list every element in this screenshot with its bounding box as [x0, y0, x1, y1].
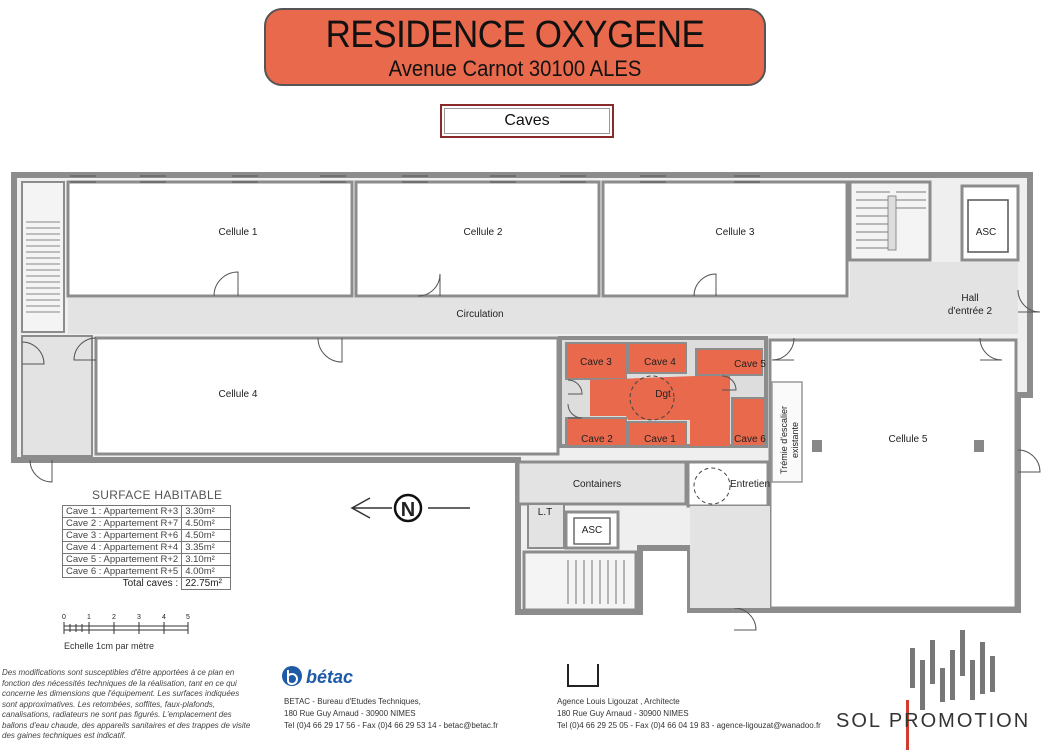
label-cellule-3: Cellule 3	[716, 227, 755, 238]
table-total-row: Total caves :22.75m²	[63, 577, 232, 590]
scale-tick-3: 3	[137, 614, 141, 621]
room-cellule-4	[94, 336, 560, 456]
label-cave-4: Cave 4	[644, 357, 676, 368]
betac-logo-icon	[282, 666, 302, 686]
label-hall-2: d'entrée 2	[948, 306, 993, 317]
residence-address: Avenue Carnot 30100 ALES	[388, 56, 642, 81]
scale-label: Echelle 1cm par mètre	[64, 641, 155, 651]
scale-tick-2: 2	[112, 614, 116, 621]
room-cellule-1	[66, 180, 354, 298]
agence-line-2: 180 Rue Guy Arnaud - 30900 NIMES	[557, 709, 689, 718]
residence-title: RESIDENCE OXYGENE	[325, 14, 705, 56]
section-label: Caves	[440, 104, 614, 138]
label-asc-top: ASC	[976, 227, 997, 238]
label-cave-6: Cave 6	[734, 434, 766, 445]
agence-contact: Agence Louis Ligouzat , Architecte 180 R…	[557, 696, 821, 732]
agence-line-1: Agence Louis Ligouzat , Architecte	[557, 697, 680, 706]
label-containers: Containers	[573, 479, 621, 490]
stair-top-right-steps	[856, 191, 926, 251]
cave-2	[565, 417, 627, 447]
title-banner: RESIDENCE OXYGENE Avenue Carnot 30100 AL…	[264, 8, 766, 86]
surface-title: SURFACE HABITABLE	[92, 488, 223, 502]
elevator-top	[960, 184, 1020, 262]
lower-corridor	[690, 506, 770, 608]
tremie-escalier	[771, 381, 803, 483]
betac-line-3: Tel (0)4 66 29 17 56 - Fax (0)4 66 29 53…	[284, 721, 499, 730]
cave-4	[627, 342, 687, 374]
cave-3	[565, 342, 627, 380]
label-cellule-2: Cellule 2	[464, 227, 503, 238]
stair-bottom	[522, 550, 638, 612]
cave-6	[731, 397, 765, 447]
label-cave-2: Cave 2	[581, 434, 613, 445]
scale-tick-5: 5	[186, 614, 190, 621]
compass-letter: N	[401, 499, 415, 521]
scale-tick-0: 0	[62, 614, 66, 621]
left-lobby	[21, 335, 93, 457]
top-windows	[70, 175, 760, 183]
corridor-circulation	[68, 298, 878, 334]
disclaimer: Des modifications sont susceptibles d'êt…	[2, 668, 251, 740]
label-asc-bottom: ASC	[582, 525, 603, 536]
agence-line-3: Tel (0)4 66 29 25 05 - Fax (0)4 66 04 19…	[557, 721, 821, 730]
scale-tick-4: 4	[162, 614, 166, 621]
scale-tick-1: 1	[87, 614, 91, 621]
betac-line-1: BETAC - Bureau d'Etudes Techniques,	[284, 697, 421, 706]
label-cellule-5: Cellule 5	[889, 434, 928, 445]
label-cellule-1: Cellule 1	[219, 227, 258, 238]
lt-room	[527, 503, 565, 549]
label-lt: L.T	[538, 507, 552, 518]
betac-line-2: 180 Rue Guy Arnaud - 30900 NIMES	[284, 709, 416, 718]
room-cellule-3	[601, 180, 849, 298]
hall-entree-2	[850, 262, 1018, 334]
label-hall-1: Hall	[961, 293, 978, 304]
compass-icon	[350, 493, 470, 523]
room-cellule-5	[768, 338, 1018, 610]
label-circulation: Circulation	[456, 309, 503, 320]
label-cellule-4: Cellule 4	[219, 389, 258, 400]
sol-promotion-logo-icon	[906, 630, 995, 750]
label-cave-3: Cave 3	[580, 357, 612, 368]
left-stair-steps	[26, 221, 60, 313]
label-cave-5: Cave 5	[734, 359, 766, 370]
label-entretien: Entretien	[730, 479, 770, 490]
cave-1	[627, 421, 687, 447]
containers-room	[516, 460, 688, 506]
betac-contact: BETAC - Bureau d'Etudes Techniques, 180 …	[284, 696, 498, 732]
label-dgt: Dgt	[655, 389, 671, 400]
promoter-name: SOL PROMOTION	[836, 710, 1031, 732]
degagement	[590, 376, 730, 446]
cave-5	[695, 348, 763, 376]
room-cellule-2	[354, 180, 601, 298]
agence-logo-icon	[567, 664, 599, 687]
betac-logo-text: bétac	[306, 667, 353, 687]
left-stair	[21, 181, 65, 333]
scale-bar	[63, 622, 189, 634]
label-tremie-2: existante	[790, 422, 800, 458]
label-cave-1: Cave 1	[644, 434, 676, 445]
label-tremie-1: Trémie d'escalier	[779, 406, 789, 474]
